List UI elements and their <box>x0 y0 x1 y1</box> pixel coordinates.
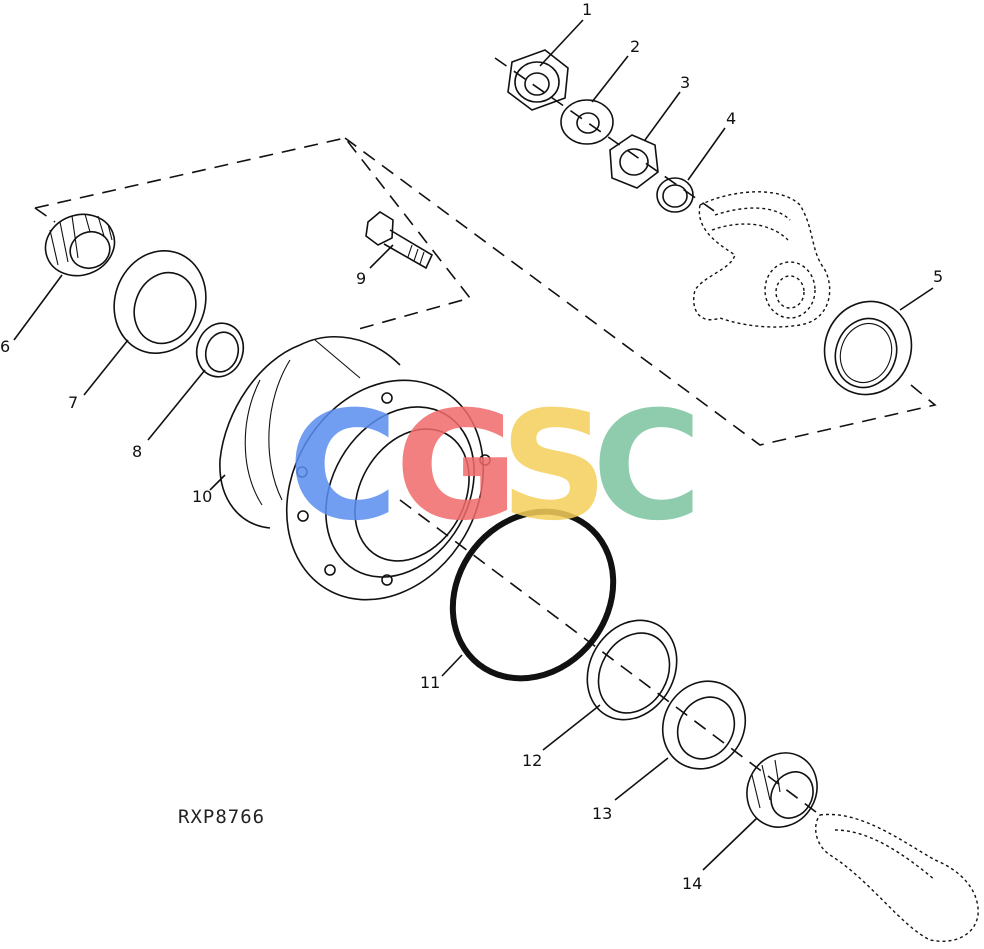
callout-13: 13 <box>592 804 612 823</box>
callout-1: 1 <box>582 0 592 19</box>
center-axis-line <box>399 499 821 816</box>
part-7-bearing-cup <box>113 249 207 355</box>
assembly-dashed-outline <box>34 57 937 446</box>
callout-10: 10 <box>192 487 212 506</box>
watermark-letter-4: C <box>592 380 702 554</box>
shaft-reference-dotted <box>814 813 979 942</box>
part-9-bolt <box>365 211 434 270</box>
callout-6: 6 <box>0 337 10 356</box>
part-2-washer <box>560 99 614 145</box>
watermark-letter-3: S <box>500 380 608 554</box>
callout-14: 14 <box>682 874 702 893</box>
part-3-nut <box>609 134 659 189</box>
callout-labels: 1 2 3 4 5 6 7 8 9 10 11 12 13 14 <box>0 0 943 893</box>
watermark-letter-2: G <box>395 380 518 554</box>
callout-2: 2 <box>630 37 640 56</box>
callout-12: 12 <box>522 751 542 770</box>
spindle-reference-dotted <box>693 191 831 328</box>
part-11-o-ring <box>449 508 617 682</box>
part-6-bearing-cone <box>44 213 116 277</box>
callout-8: 8 <box>132 442 142 461</box>
part-13-bearing-cup <box>661 680 747 770</box>
figure-code: RXP8766 <box>178 806 265 828</box>
part-4-ring <box>656 177 694 213</box>
watermark-logo: C G S C <box>288 380 702 554</box>
callout-4: 4 <box>726 109 736 128</box>
callout-9: 9 <box>356 269 366 288</box>
callout-11: 11 <box>420 673 440 692</box>
part-8-seal-ring <box>195 322 245 378</box>
watermark-letter-1: C <box>288 380 398 554</box>
part-1-nut <box>507 49 569 111</box>
part-5-seal <box>823 300 913 396</box>
callout-3: 3 <box>680 73 690 92</box>
part-14-bearing-cone <box>746 752 818 828</box>
leader-lines <box>13 19 934 871</box>
part-12-seal <box>586 619 678 721</box>
part-10-hub <box>219 336 491 601</box>
callout-5: 5 <box>933 267 943 286</box>
callout-7: 7 <box>68 393 78 412</box>
